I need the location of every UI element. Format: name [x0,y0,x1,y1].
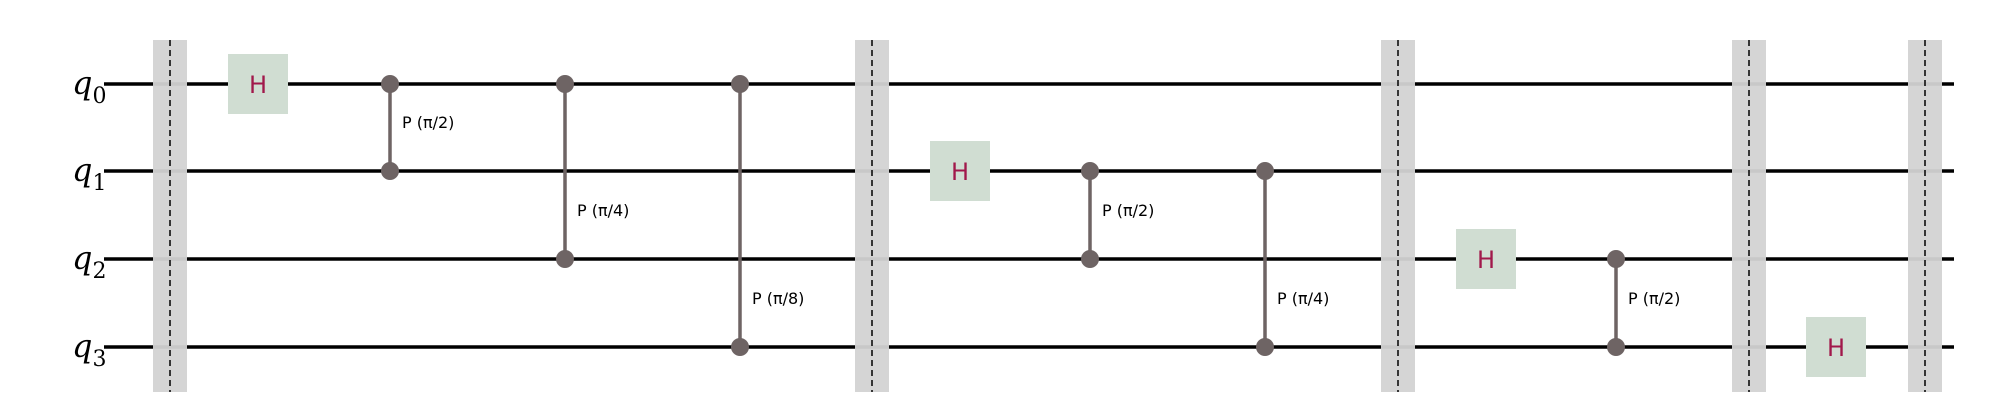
h-gate-q1: H [930,141,990,201]
qubit-label-subscript: 2 [92,259,106,284]
phase-param-label: P (π/2) [402,113,454,132]
qubit-wires [104,82,1954,349]
h-gate-box [1806,317,1866,377]
control-dot [1081,250,1099,268]
qubit-label-base: q [72,151,92,189]
qubit-label-3: q3 [72,327,106,372]
h-gate-q0: H [228,54,288,114]
barrier-0 [153,40,187,392]
control-dot [381,75,399,93]
controlled-phase-q2-q3: P (π/2) [1607,250,1680,356]
controlled-phase-q0-q1: P (π/2) [381,75,454,180]
qubit-label-base: q [72,239,92,277]
h-gate-label: H [249,71,267,99]
qubit-label-1: q1 [72,151,106,196]
qubit-label-base: q [72,64,92,102]
control-dot [731,75,749,93]
control-dot [1607,338,1625,356]
barrier-5 [855,40,889,392]
controlled-phase-q1-q3: P (π/4) [1256,162,1329,356]
qubit-label-0: q0 [72,64,106,109]
h-gate-box [1456,229,1516,289]
barrier-12 [1732,40,1766,392]
control-dot [1256,162,1274,180]
control-dot [556,75,574,93]
gates: H P (π/2) P (π/4) P (π/8) H P (π/2) P (π/4) H P … [228,54,1866,377]
controlled-phase-q0-q3: P (π/8) [731,75,804,356]
control-dot [556,250,574,268]
qubit-label-2: q2 [72,239,106,284]
h-gate-q3: H [1806,317,1866,377]
h-gate-label: H [1477,246,1495,274]
control-dot [381,162,399,180]
barriers [153,40,1942,392]
control-dot [731,338,749,356]
barrier-14 [1908,40,1942,392]
phase-param-label: P (π/2) [1102,201,1154,220]
qubit-label-subscript: 1 [92,171,106,196]
control-dot [1607,250,1625,268]
qubit-label-subscript: 3 [92,347,106,372]
qubit-label-subscript: 0 [92,84,106,109]
phase-param-label: P (π/4) [1277,289,1329,308]
h-gate-box [930,141,990,201]
h-gate-label: H [1827,334,1845,362]
phase-param-label: P (π/8) [752,289,804,308]
h-gate-label: H [951,158,969,186]
barrier-9 [1381,40,1415,392]
h-gate-q2: H [1456,229,1516,289]
controlled-phase-q1-q2: P (π/2) [1081,162,1154,268]
controlled-phase-q0-q2: P (π/4) [556,75,629,268]
qubit-label-base: q [72,327,92,365]
control-dot [1081,162,1099,180]
phase-param-label: P (π/4) [577,201,629,220]
h-gate-box [228,54,288,114]
phase-param-label: P (π/2) [1628,289,1680,308]
control-dot [1256,338,1274,356]
